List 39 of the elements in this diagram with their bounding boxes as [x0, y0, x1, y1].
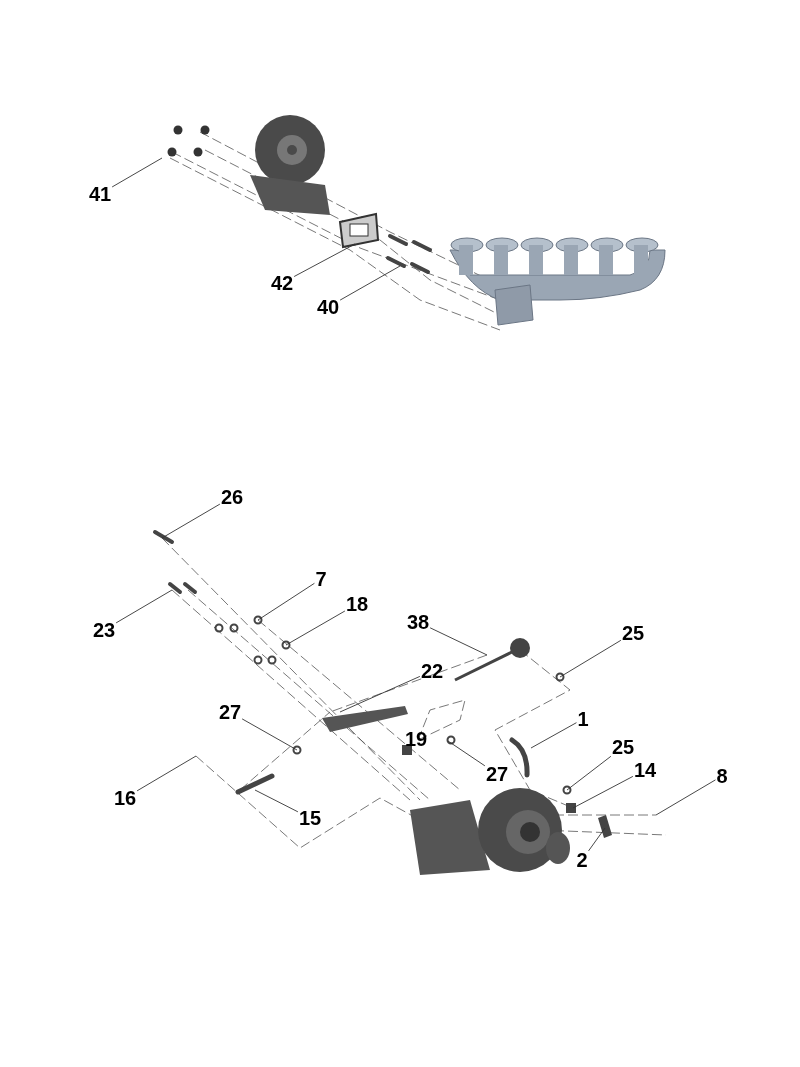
leader-line: [572, 775, 634, 809]
callout-number: 22: [420, 660, 444, 682]
callout-number: 19: [404, 728, 428, 750]
callout-number: 41: [88, 183, 112, 205]
leader-line: [655, 779, 716, 816]
callout-number: 25: [621, 622, 645, 644]
callout-number: 8: [716, 765, 728, 787]
leader-line: [339, 265, 401, 301]
leader-line: [115, 589, 173, 624]
leader-line: [429, 627, 488, 656]
callout-number: 27: [485, 763, 509, 785]
leader-line: [257, 582, 315, 621]
leader-line: [136, 755, 197, 792]
callout-number: 1: [577, 708, 589, 730]
callout-number: 7: [315, 568, 327, 590]
callout-number: 38: [406, 611, 430, 633]
callout-number: 25: [611, 736, 635, 758]
callout-number: 23: [92, 619, 116, 641]
callout-number: 40: [316, 296, 340, 318]
callout-number: 42: [270, 272, 294, 294]
leader-line: [293, 243, 356, 277]
leader-line: [530, 722, 577, 749]
leader-line: [111, 157, 163, 188]
callout-number: 16: [113, 787, 137, 809]
callout-number: 2: [576, 849, 588, 871]
callout-number: 15: [298, 807, 322, 829]
callout-number: 18: [345, 593, 369, 615]
leader-line: [566, 755, 612, 791]
leader-line: [254, 789, 299, 813]
callout-number: 14: [633, 759, 657, 781]
leader-line: [559, 639, 622, 678]
leader-line: [447, 740, 486, 767]
leader-line: [241, 718, 298, 751]
leader-line: [588, 827, 606, 852]
leader-line: [161, 503, 221, 539]
callout-number: 26: [220, 486, 244, 508]
leader-line: [339, 675, 421, 713]
callout-number: 27: [218, 701, 242, 723]
leader-line: [285, 610, 346, 646]
